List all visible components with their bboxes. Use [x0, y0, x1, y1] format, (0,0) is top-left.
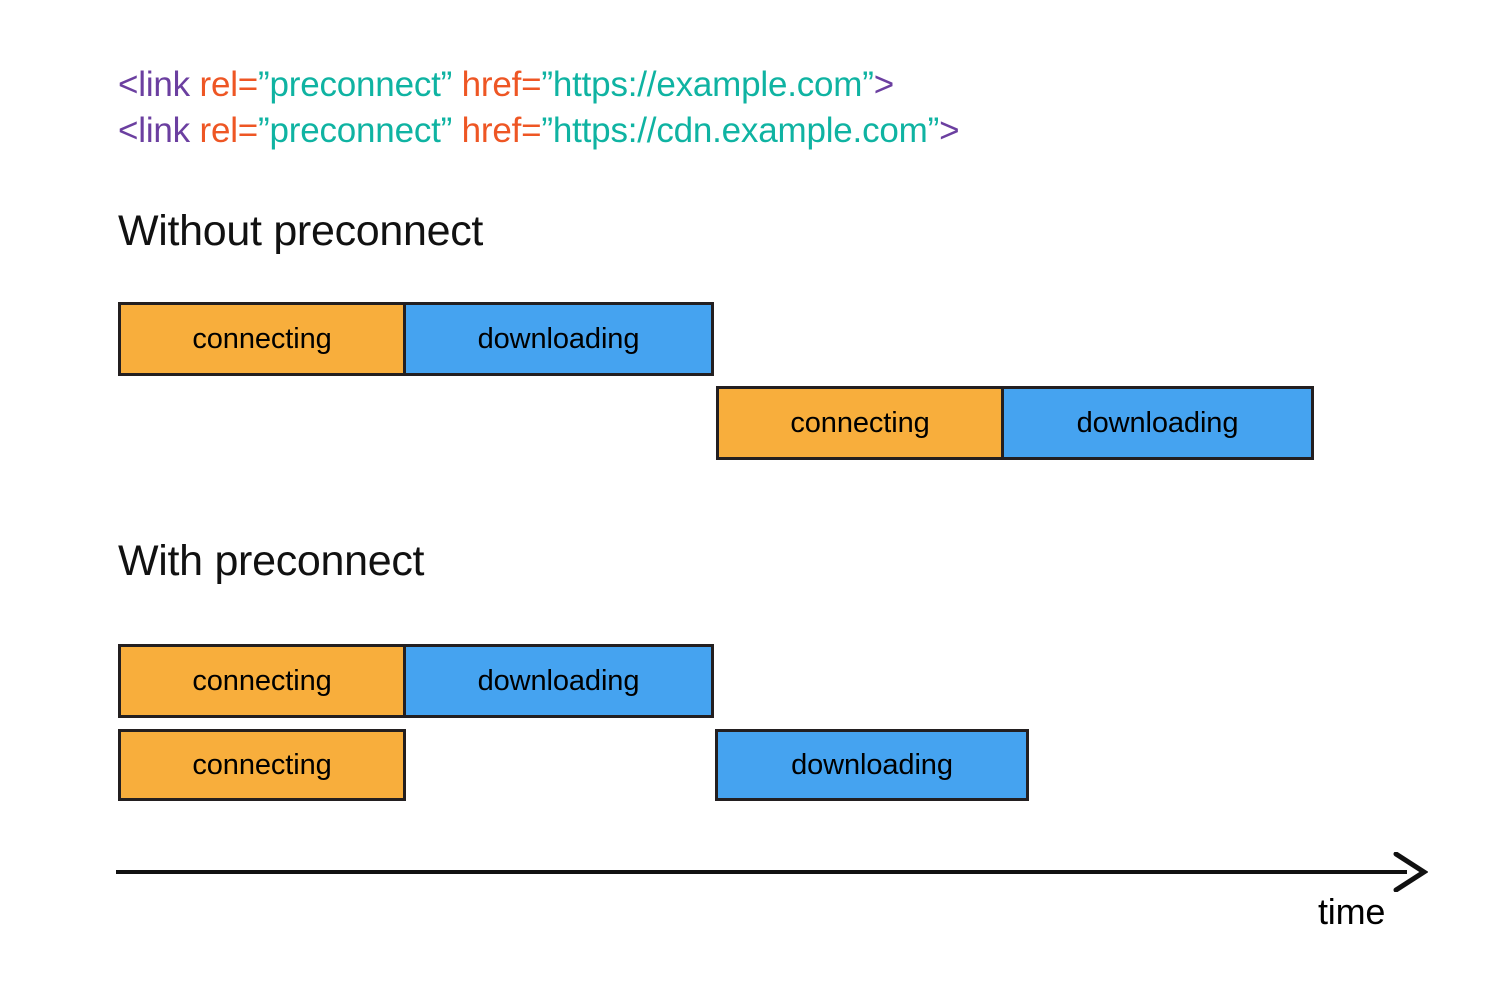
code-token-tag-open: <link: [118, 65, 190, 104]
time-axis: [112, 851, 1429, 893]
code-token-value-rel: ”preconnect”: [258, 65, 453, 104]
code-token-attr-rel: rel=: [189, 111, 259, 150]
code-snippet: <link rel=”preconnect” href=”https://exa…: [118, 62, 960, 154]
code-token-tag-open: <link: [118, 111, 190, 150]
timeline-bar-label: downloading: [791, 748, 953, 781]
timeline-bar-label: connecting: [192, 748, 332, 781]
code-line-1: <link rel=”preconnect” href=”https://exa…: [118, 62, 959, 108]
timeline-bar-downloading: downloading: [1004, 386, 1314, 460]
code-line-2: <link rel=”preconnect” href=”https://cdn…: [118, 108, 960, 154]
timeline-bar-label: connecting: [790, 406, 930, 439]
time-axis-label: time: [1318, 891, 1386, 932]
section-heading-without-preconnect: Without preconnect: [118, 207, 484, 255]
code-token-attr-rel: rel=: [189, 65, 259, 104]
code-token-tag-close: >: [939, 111, 960, 150]
timeline-bar-label: connecting: [192, 664, 332, 697]
code-token-value-href: ”https://example.com”: [541, 65, 874, 104]
timeline-bar-connecting: connecting: [118, 644, 406, 718]
code-token-value-rel: ”preconnect”: [258, 111, 453, 150]
timeline-bar-label: downloading: [477, 322, 640, 355]
timeline-bar-downloading: downloading: [406, 644, 714, 718]
timeline-bar-connecting: connecting: [118, 302, 406, 376]
timeline-bar-connecting: connecting: [716, 386, 1004, 460]
code-token-value-href: ”https://cdn.example.com”: [541, 111, 940, 150]
time-axis-arrow-icon: [116, 851, 1429, 893]
code-token-tag-close: >: [873, 65, 894, 104]
time-axis-arrowhead-icon: [1393, 851, 1429, 893]
timeline-bar-label: downloading: [1076, 406, 1239, 439]
code-token-attr-href: href=: [452, 65, 542, 104]
timeline-bar-downloading: downloading: [715, 729, 1029, 801]
timeline-bar-downloading: downloading: [406, 302, 714, 376]
timeline-bar-label: connecting: [192, 322, 332, 355]
timeline-bar-label: downloading: [477, 664, 640, 697]
section-heading-with-preconnect: With preconnect: [118, 537, 425, 585]
timeline-bar-connecting: connecting: [118, 729, 406, 801]
code-token-attr-href: href=: [452, 111, 542, 150]
